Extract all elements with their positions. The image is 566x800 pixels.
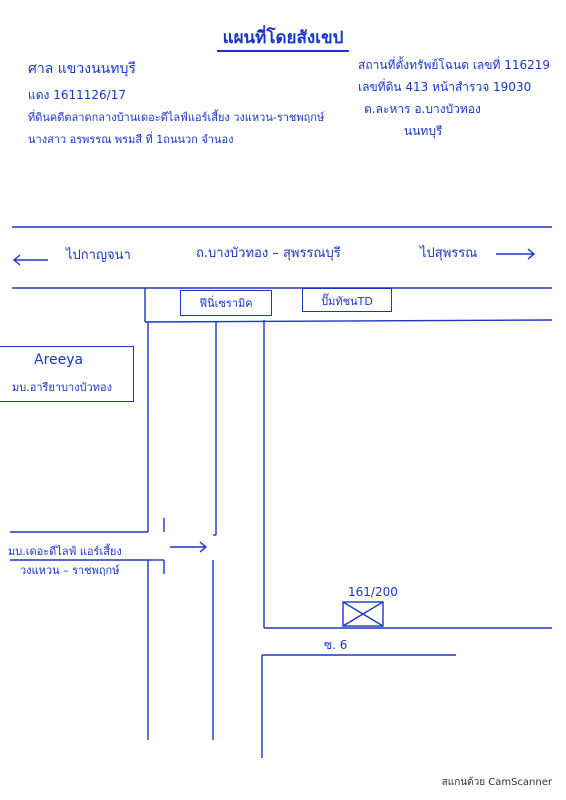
- subdistrict-district: ต.ละหาร อ.บางบัวทอง: [364, 102, 481, 116]
- province: นนทบุรี: [404, 124, 443, 138]
- soi-label: ซ. 6: [324, 638, 348, 652]
- land-number-info: เลขที่ดิน 413 หน้าสำรวจ 19030: [358, 80, 532, 94]
- areeya-name: Areeya: [34, 352, 84, 368]
- right-direction-label: ไปสุพรรณ: [420, 246, 478, 261]
- areeya-village-box: [0, 346, 134, 402]
- ceramic-shop-landmark: ฟีนิ่เซรามิค: [180, 290, 272, 316]
- case-number: แดง 1611126/17: [28, 88, 126, 102]
- map-title: แผนที่โดยสังเขป: [0, 24, 566, 52]
- deed-info: สถานที่ตั้งทรัพย์โฉนด เลขที่ 116219: [358, 58, 551, 72]
- areeya-subtitle: มบ.อารียาบางบัวทอง: [12, 381, 112, 394]
- gas-station-landmark: ปั๊มทัชนTD: [302, 288, 392, 312]
- defendant-name: นางสาว อรพรรณ พรมสี ที่ 1ถนนวก จำนอง: [28, 133, 234, 146]
- side-road-label-1: มบ.เดอะดีไลฟ์ แอร์เสี้ยง: [8, 545, 122, 558]
- court-name: ศาล แขวงนนทบุรี: [28, 61, 136, 77]
- property-number: 161/200: [348, 585, 398, 599]
- ceramic-shop-label: ฟีนิ่เซรามิค: [199, 297, 253, 310]
- gas-station-label: ปั๊มทัชนTD: [321, 295, 373, 308]
- left-direction-label: ไปกาญจนา: [66, 248, 131, 263]
- main-road-name: ถ.บางบัวทอง – สุพรรณบุรี: [196, 246, 341, 261]
- case-description: ที่ดินคดีตลาดกลางบ้านเดอะดีไลฟ์แอร์เสี้ย…: [28, 111, 325, 124]
- scanner-watermark: สแกนด้วย CamScanner: [441, 777, 552, 788]
- map-title-text: แผนที่โดยสังเขป: [216, 28, 350, 52]
- side-road-label-2: วงแหวน – ราชพฤกษ์: [20, 564, 120, 577]
